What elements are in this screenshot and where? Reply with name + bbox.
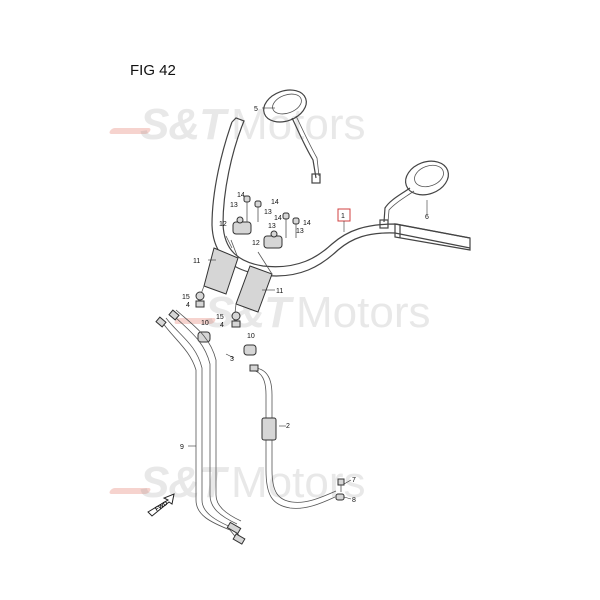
part-label: 7 — [352, 477, 356, 484]
part-label: 14 — [274, 215, 282, 222]
part-label: 12 — [219, 221, 227, 228]
part-label: 13 — [268, 223, 276, 230]
part-label: 11 — [276, 288, 283, 295]
mirror-left[interactable] — [259, 84, 321, 184]
part-label: 10 — [247, 333, 255, 340]
part-label: 4 — [220, 322, 224, 329]
part-label: 3 — [230, 356, 234, 363]
part-label: 2 — [286, 423, 290, 430]
part-label: 10 — [201, 320, 209, 327]
part-label: 13 — [264, 209, 272, 216]
part-label: 15 — [182, 294, 190, 301]
part-label: 4 — [186, 302, 190, 309]
throttle-cables[interactable] — [155, 309, 246, 545]
forward-arrow-icon: FWD — [147, 493, 175, 517]
clamp-upper[interactable] — [232, 221, 283, 249]
part-label: 6 — [425, 214, 429, 221]
part-label: 13 — [296, 228, 304, 235]
figure-title: FIG 42 — [130, 62, 176, 79]
part-label: 15 — [216, 314, 224, 321]
part-label: 14 — [271, 199, 279, 206]
part-label: 12 — [252, 240, 260, 247]
handlebar[interactable] — [211, 117, 471, 277]
part-labels: 1 2 3 4 4 5 6 7 8 9 10 10 11 11 12 12 13… — [180, 106, 429, 504]
part-label: 8 — [352, 497, 356, 504]
grip-right[interactable] — [233, 251, 273, 323]
part-label: 14 — [303, 220, 311, 227]
clutch-cable[interactable] — [249, 364, 337, 509]
grip-nuts[interactable] — [195, 291, 241, 328]
part-label: 9 — [180, 444, 184, 451]
leader-lines — [188, 107, 428, 500]
clamp-bolts[interactable] — [236, 195, 300, 238]
mirror-right[interactable] — [379, 155, 453, 229]
cable-adjuster[interactable] — [335, 478, 345, 501]
part-label: 11 — [193, 258, 200, 265]
part-label: 13 — [230, 202, 238, 209]
part-label: 5 — [254, 106, 258, 113]
grip-left[interactable] — [197, 235, 239, 303]
part-label: 1 — [341, 213, 345, 220]
part-label: 14 — [237, 192, 245, 199]
